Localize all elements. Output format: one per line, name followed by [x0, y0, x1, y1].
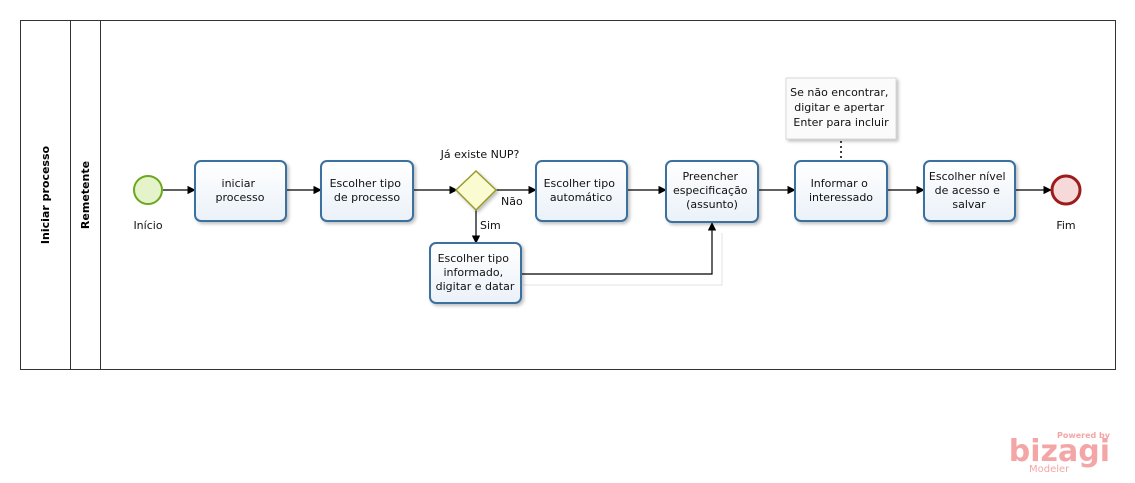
task-line: salvar	[952, 198, 986, 211]
bizagi-branding: Powered by bizagi Modeler	[1009, 431, 1111, 475]
lane-label: Remetente	[79, 161, 92, 229]
task-line: de processo	[334, 191, 401, 204]
svg-text:Escolher nível de acesso: Escolher nível de acesso e salvar	[929, 170, 1009, 211]
task-escolher-tipo-processo[interactable]: Escolher tipo de processo	[320, 160, 414, 222]
svg-text:Se não encontrar, digita: Se não encontrar, digitar e apertar Ente…	[790, 86, 892, 129]
start-event[interactable]: Início	[133, 175, 163, 232]
annotation-line: Se não encontrar,	[790, 86, 888, 99]
svg-text:Preencher especificação: Preencher especificação (assunto)	[673, 170, 751, 211]
task-line: Escolher tipo	[544, 177, 616, 190]
svg-text:iniciar processo: iniciar processo	[215, 177, 264, 204]
powered-by-text: Powered by	[1057, 431, 1111, 440]
flow-informado-to-preencher[interactable]	[521, 222, 717, 275]
task-line: processo	[215, 191, 264, 204]
task-tipo-informado[interactable]: Escolher tipo informado, digitar e datar	[429, 242, 522, 304]
task-line: especificação	[673, 184, 748, 197]
annotation-line: Enter para incluir	[793, 116, 889, 129]
modeler-text: Modeler	[1029, 464, 1070, 475]
gateway-question: Já existe NUP?	[440, 148, 520, 161]
task-escolher-nivel-acesso[interactable]: Escolher nível de acesso e salvar	[923, 160, 1016, 222]
task-line: automático	[550, 191, 613, 204]
task-line: digitar e datar	[436, 280, 515, 293]
task-line: informado,	[443, 266, 503, 279]
gateway-no-label: Não	[501, 195, 523, 208]
sequence-flows	[163, 185, 1052, 275]
task-line: (assunto)	[686, 198, 738, 211]
task-iniciar-processo[interactable]: iniciar processo	[194, 160, 287, 222]
svg-text:Escolher tipo de process: Escolher tipo de processo	[330, 177, 405, 204]
task-informar-interessado[interactable]: Informar o interessado	[794, 160, 888, 222]
task-line: Preencher	[682, 170, 738, 183]
flow-shadow	[523, 233, 723, 286]
svg-text:Informar o interessado: Informar o interessado	[809, 177, 873, 204]
end-event[interactable]: Fim	[1050, 174, 1082, 232]
task-line: iniciar	[222, 177, 256, 190]
task-line: Escolher tipo	[438, 252, 510, 265]
svg-text:Escolher tipo automático: Escolher tipo automático	[544, 177, 619, 204]
gateway-yes-label: Sim	[480, 219, 501, 232]
task-line: Escolher tipo	[330, 177, 402, 190]
pool-label: Iniciar processo	[39, 145, 52, 244]
task-line: interessado	[809, 191, 873, 204]
svg-text:Escolher tipo informado,: Escolher tipo informado, digitar e datar	[436, 252, 515, 293]
start-event-label: Início	[133, 219, 162, 232]
bizagi-logo: bizagi	[1009, 434, 1110, 469]
task-line: Informar o	[811, 177, 869, 190]
end-event-label: Fim	[1056, 219, 1075, 232]
text-annotation[interactable]: Se não encontrar, digitar e apertar Ente…	[785, 77, 897, 140]
exclusive-gateway[interactable]: Já existe NUP? Não Sim	[440, 148, 523, 232]
task-tipo-automatico[interactable]: Escolher tipo automático	[535, 160, 628, 222]
task-preencher-especificacao[interactable]: Preencher especificação (assunto)	[665, 160, 759, 223]
annotation-line: digitar e apertar	[794, 101, 884, 114]
task-line: de acesso e	[935, 184, 1000, 197]
task-line: Escolher nível	[929, 170, 1006, 183]
